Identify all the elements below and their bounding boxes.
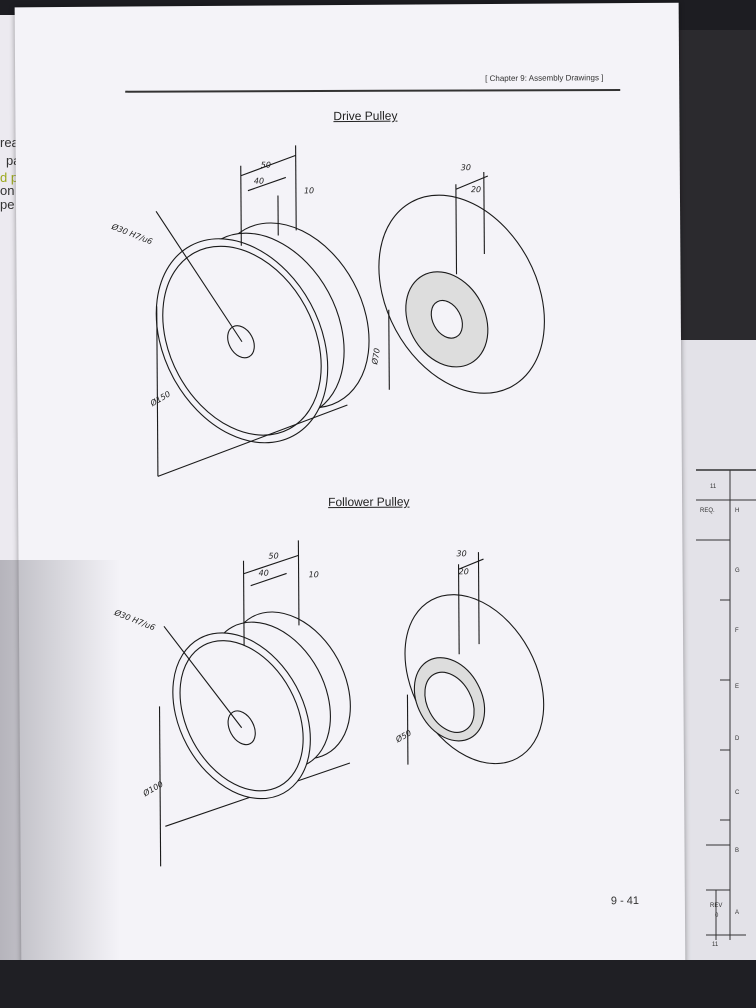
- zone-label: G: [735, 568, 740, 574]
- title-block-rev-value: 0: [715, 913, 719, 919]
- title-block-frame: [696, 469, 756, 940]
- drive-width-40: 40: [254, 177, 264, 186]
- zone-label: D: [735, 736, 740, 742]
- drive-hub-face: [378, 194, 545, 394]
- drive-outer-diameter: Ø150: [148, 389, 173, 409]
- document-page: [ Chapter 9: Assembly Drawings ] Drive P…: [14, 2, 686, 973]
- follower-outer-diameter: Ø100: [140, 779, 165, 799]
- follower-hub-bore: [424, 671, 475, 733]
- title-block-sheet: [676, 340, 756, 960]
- drive-hub-20: 20: [471, 185, 481, 194]
- follower-hub-30: 30: [456, 549, 466, 558]
- zone-label: H: [735, 508, 740, 514]
- follower-rim-front: [172, 632, 311, 800]
- follower-pulley-drawing: [158, 540, 545, 867]
- title-block-number: 11: [710, 484, 717, 490]
- fragment-text: rea: [0, 135, 19, 150]
- pulley-drawings: Ø30 H7/u6 50 40 10 30 20 Ø70 Ø150 Ø30 H7…: [110, 145, 545, 867]
- drive-rim-chamfer: [162, 245, 322, 436]
- fragment-text: on: [0, 183, 15, 198]
- fragment-text: pe: [0, 197, 15, 212]
- drive-bore-dim: Ø30 H7/u6: [110, 221, 155, 246]
- zone-label: F: [735, 628, 739, 634]
- drive-hub-30: 30: [461, 163, 471, 172]
- follower-hub-20: 20: [459, 567, 469, 576]
- shadow: [0, 560, 120, 980]
- follower-hub-diameter: Ø50: [393, 727, 413, 744]
- drive-hub-diameter: Ø70: [369, 347, 382, 366]
- follower-width-50: 50: [268, 551, 278, 560]
- drive-pulley-drawing: [155, 145, 545, 827]
- follower-width-40: 40: [259, 569, 269, 578]
- title-block-bottom-number: 11: [712, 942, 719, 948]
- follower-rim-chamfer: [179, 640, 304, 792]
- drive-width-10: 10: [304, 186, 314, 195]
- zone-label: C: [735, 790, 740, 796]
- background-bottom: [0, 960, 756, 1008]
- zone-label: A: [735, 910, 740, 916]
- fragment-text: d p: [0, 170, 19, 185]
- follower-width-10: 10: [309, 570, 319, 579]
- drive-bore-leader: [155, 211, 243, 343]
- zone-label: B: [735, 848, 740, 854]
- follower-bore: [227, 710, 256, 746]
- drive-width-50: 50: [261, 161, 271, 170]
- title-block-req: REQ.: [700, 508, 715, 514]
- title-block-rev: REV: [710, 903, 723, 909]
- drive-bore: [227, 325, 255, 359]
- drive-hub-bore: [430, 299, 463, 339]
- zone-label: E: [735, 684, 740, 690]
